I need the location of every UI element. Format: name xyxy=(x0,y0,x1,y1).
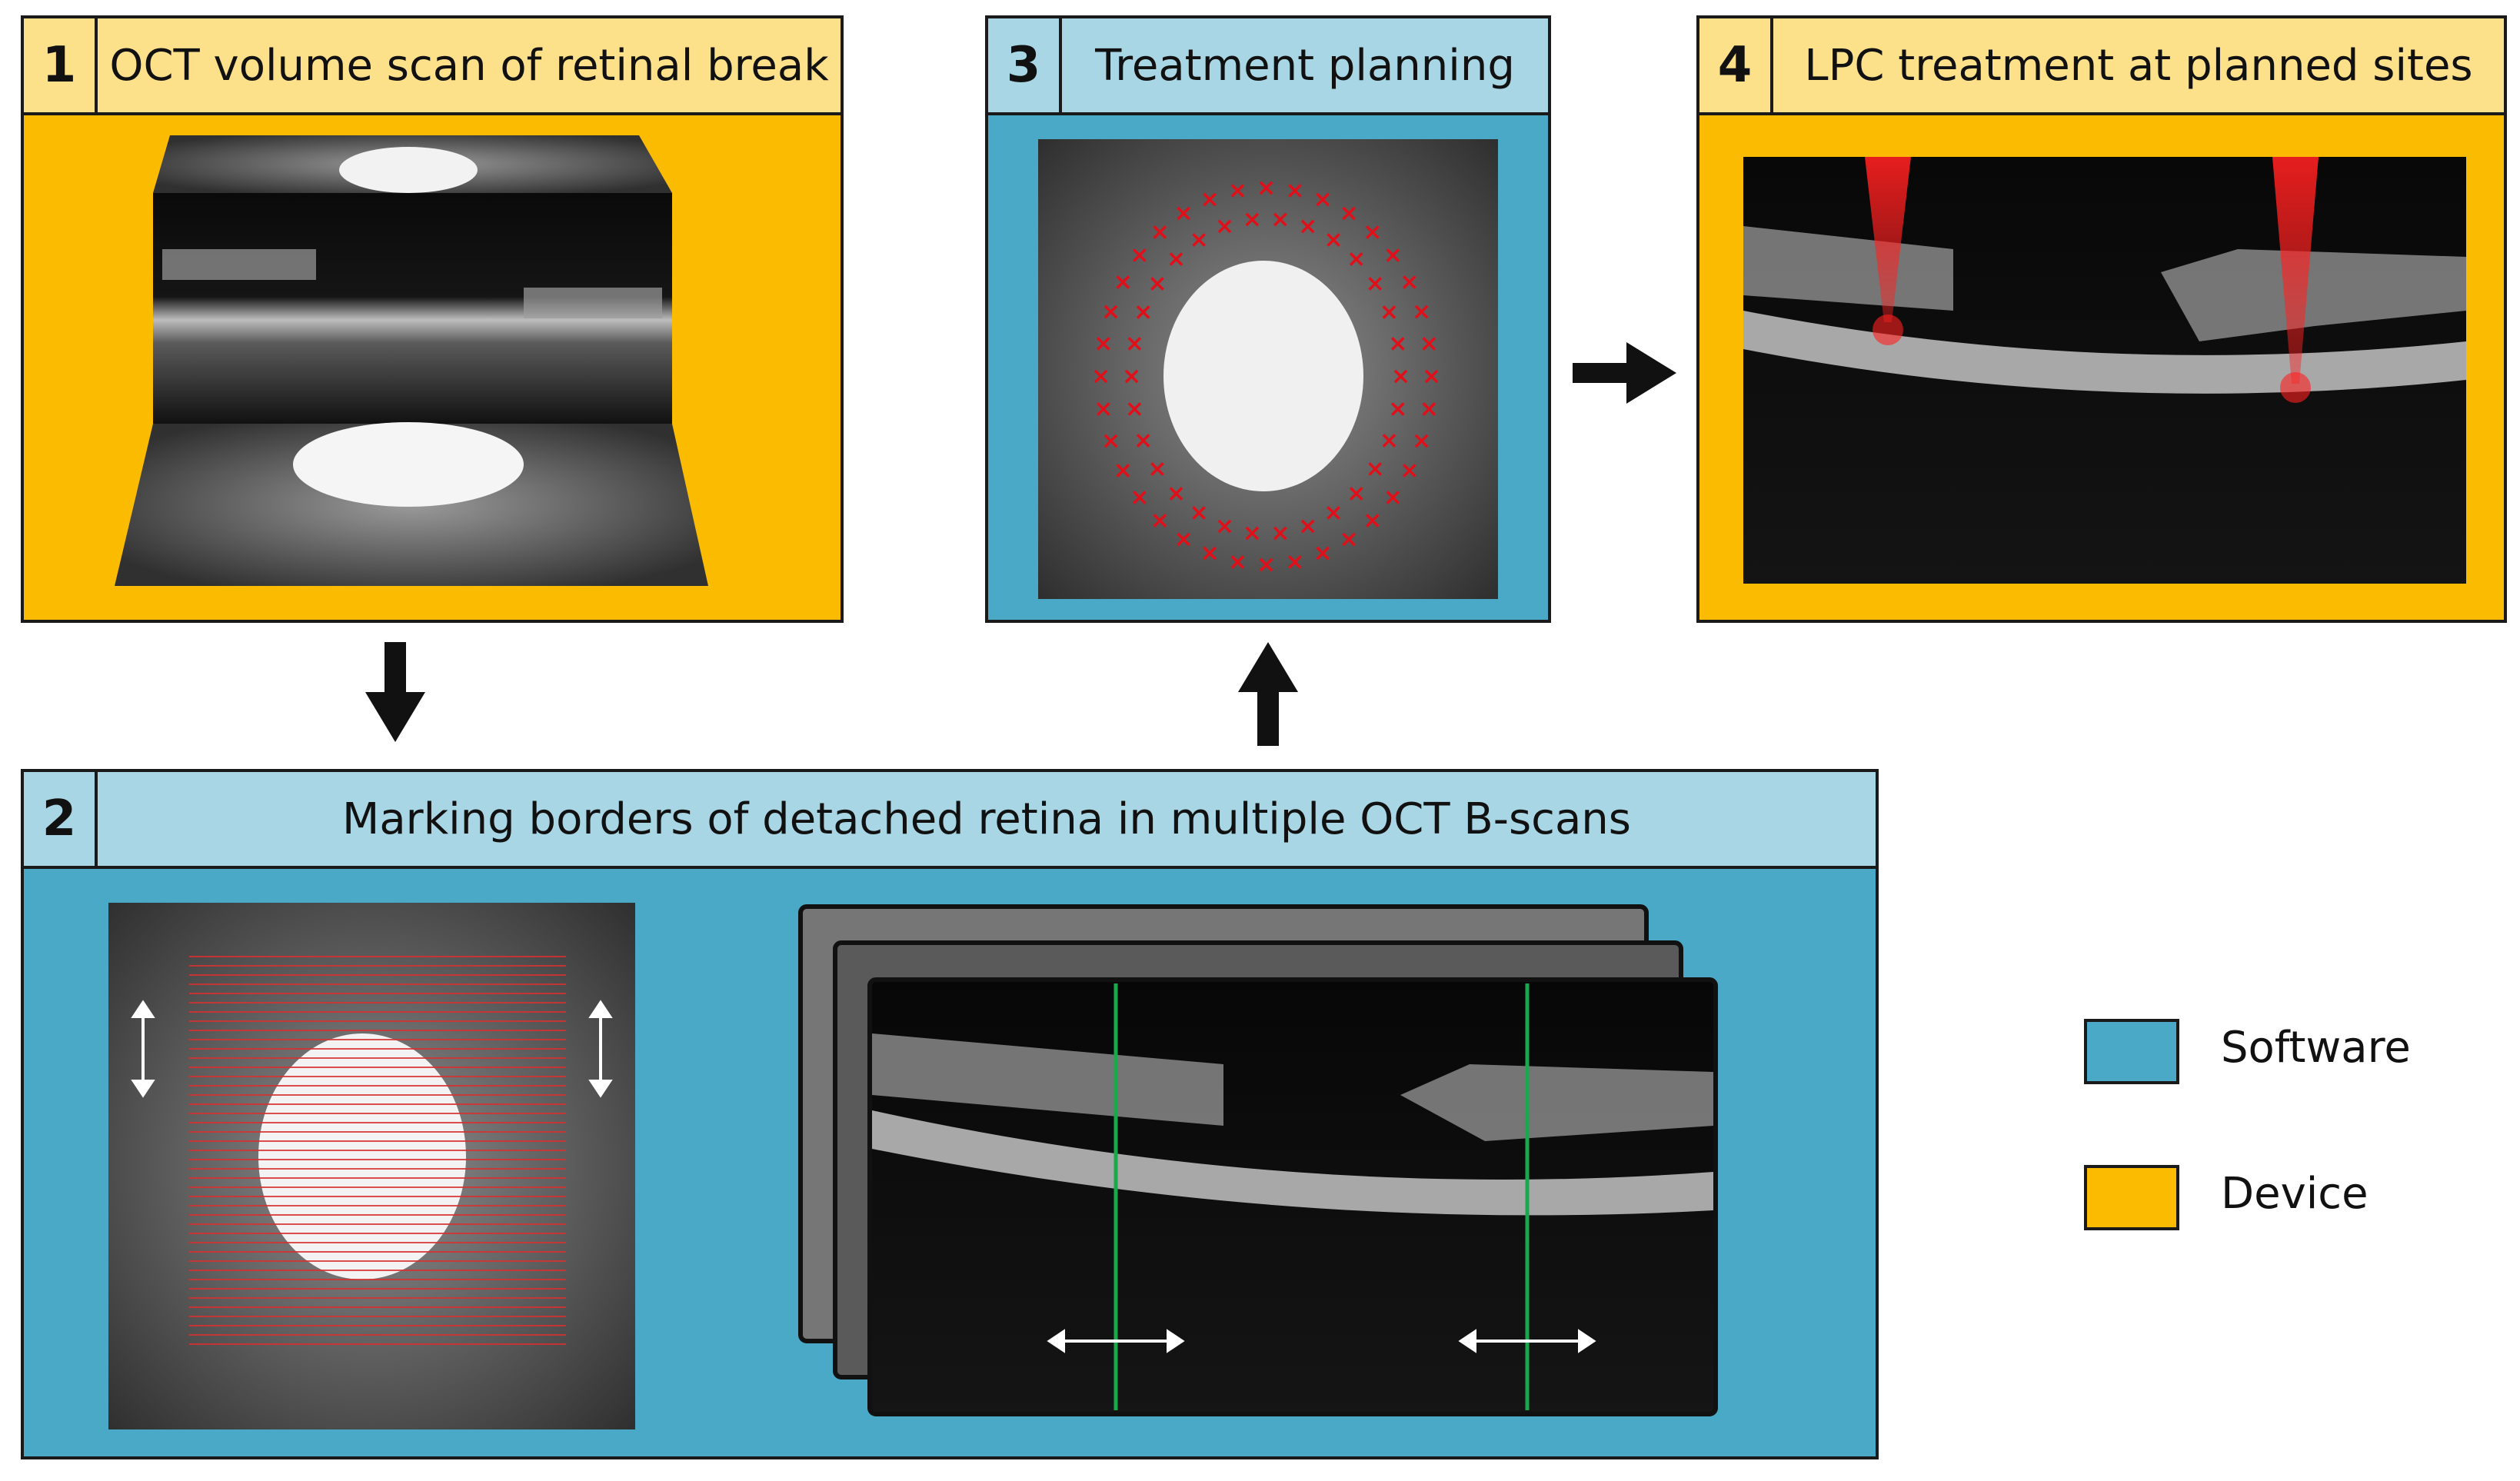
laser-mark-icon: × xyxy=(1200,186,1220,213)
laser-mark-icon: × xyxy=(1125,330,1144,357)
laser-mark-icon: × xyxy=(1420,331,1439,358)
laser-mark-icon: × xyxy=(1094,396,1113,423)
laser-mark-icon: × xyxy=(1134,427,1153,454)
arrow-2-to-3 xyxy=(1238,642,1298,746)
panel-4-header: 4 LPC treatment at planned sites xyxy=(1699,18,2504,115)
laser-mark-icon: × xyxy=(1147,456,1167,483)
laser-mark-icon: × xyxy=(1167,246,1186,273)
laser-mark-icon: × xyxy=(1313,186,1333,213)
laser-mark-icon: × xyxy=(1347,246,1366,273)
laser-mark-icon: × xyxy=(1243,520,1262,547)
panel-1-oct-volume-scan: 1 OCT volume scan of retinal break xyxy=(21,15,844,623)
laser-mark-icon: × xyxy=(1347,480,1366,507)
laser-mark-icon: × xyxy=(1114,458,1133,484)
laser-mark-icon: × xyxy=(1243,206,1262,233)
laser-mark-icon: × xyxy=(1150,508,1170,534)
laser-mark-icon: × xyxy=(1257,551,1276,578)
panel-1-number: 1 xyxy=(24,18,98,112)
laser-mark-icon: × xyxy=(1340,526,1359,553)
laser-mark-icon: × xyxy=(1190,227,1209,254)
laser-mark-icon: × xyxy=(1313,540,1333,567)
laser-mark-icon: × xyxy=(1114,269,1133,296)
laser-mark-icon: × xyxy=(1174,200,1193,227)
laser-mark-icon: × xyxy=(1363,218,1382,245)
laser-mark-icon: × xyxy=(1324,227,1343,254)
arrow-3-to-4 xyxy=(1573,342,1676,404)
laser-mark-icon: × xyxy=(1091,363,1110,390)
laser-mark-icon: × xyxy=(1400,458,1419,484)
laser-mark-icon: × xyxy=(1383,484,1403,511)
laser-mark-icon: × xyxy=(1147,271,1167,298)
laser-mark-icon: × xyxy=(1130,484,1149,511)
laser-mark-icon: × xyxy=(1150,218,1170,245)
panel-2-title: Marking borders of detached retina in mu… xyxy=(342,794,1631,844)
laser-mark-icon: × xyxy=(1412,428,1431,454)
laser-mark-icon: × xyxy=(1134,299,1153,326)
panel-3-title: Treatment planning xyxy=(1095,40,1515,91)
laser-mark-icon: × xyxy=(1190,500,1209,527)
laser-mark-icon: × xyxy=(1257,175,1276,201)
panel-4-title: LPC treatment at planned sites xyxy=(1804,40,2473,91)
panel-1-title: OCT volume scan of retinal break xyxy=(109,40,829,91)
laser-mark-icon: × xyxy=(1340,200,1359,227)
laser-mark-icon: × xyxy=(1391,363,1410,390)
laser-mark-icon: × xyxy=(1412,298,1431,325)
laser-mark-icon: × xyxy=(1174,526,1193,553)
laser-mark-icon: × xyxy=(1298,213,1317,240)
marking-borders-images xyxy=(108,903,1718,1429)
laser-mark-icon: × xyxy=(1200,540,1220,567)
laser-mark-icon: × xyxy=(1228,548,1247,575)
laser-mark-icon: × xyxy=(1363,508,1382,534)
arrow-1-to-2 xyxy=(365,642,425,742)
legend-device-swatch xyxy=(2084,1165,2179,1230)
laser-mark-icon: × xyxy=(1094,331,1113,358)
laser-mark-icon: × xyxy=(1130,242,1149,269)
legend-device-label: Device xyxy=(2221,1169,2369,1219)
panel-2-marking-borders: 2 Marking borders of detached retina in … xyxy=(21,769,1879,1459)
panel-2-number: 2 xyxy=(24,772,98,866)
laser-mark-icon: × xyxy=(1215,513,1234,540)
laser-mark-icon: × xyxy=(1380,299,1399,326)
laser-mark-icon: × xyxy=(1400,269,1419,296)
laser-mark-icon: × xyxy=(1285,548,1304,575)
laser-mark-icon: × xyxy=(1422,363,1441,390)
lpc-treatment-oct-image xyxy=(1743,157,2466,584)
laser-mark-icon: × xyxy=(1285,178,1304,205)
panel-1-header: 1 OCT volume scan of retinal break xyxy=(24,18,841,115)
treatment-plan-fundus-image: ××××××××××××××××××××××××××××××××××××××××… xyxy=(1038,139,1498,599)
laser-mark-icon: × xyxy=(1101,428,1120,454)
laser-mark-icon: × xyxy=(1420,396,1439,423)
legend-software-swatch xyxy=(2084,1019,2179,1084)
panel-4-lpc-treatment: 4 LPC treatment at planned sites xyxy=(1696,15,2507,623)
panel-3-treatment-planning: 3 Treatment planning ×××××××××××××××××××… xyxy=(985,15,1551,623)
laser-mark-icon: × xyxy=(1388,330,1407,357)
panel-3-number: 3 xyxy=(988,18,1062,112)
laser-mark-icon: × xyxy=(1366,271,1385,298)
laser-mark-icon: × xyxy=(1298,513,1317,540)
laser-mark-icon: × xyxy=(1125,396,1144,423)
laser-mark-icon: × xyxy=(1380,427,1399,454)
oct-volume-cube-image xyxy=(115,135,708,586)
laser-mark-icon: × xyxy=(1366,456,1385,483)
laser-mark-icon: × xyxy=(1270,520,1290,547)
laser-mark-icon: × xyxy=(1122,363,1141,390)
panel-3-header: 3 Treatment planning xyxy=(988,18,1548,115)
laser-mark-icon: × xyxy=(1228,178,1247,205)
panel-2-header: 2 Marking borders of detached retina in … xyxy=(24,772,1876,869)
laser-mark-icon: × xyxy=(1270,206,1290,233)
laser-mark-icon: × xyxy=(1215,213,1234,240)
laser-mark-icon: × xyxy=(1167,480,1186,507)
laser-mark-icon: × xyxy=(1388,396,1407,423)
legend-software-label: Software xyxy=(2221,1023,2411,1073)
panel-4-number: 4 xyxy=(1699,18,1773,112)
laser-mark-icon: × xyxy=(1101,298,1120,325)
laser-mark-icon: × xyxy=(1383,242,1403,269)
laser-mark-icon: × xyxy=(1324,500,1343,527)
